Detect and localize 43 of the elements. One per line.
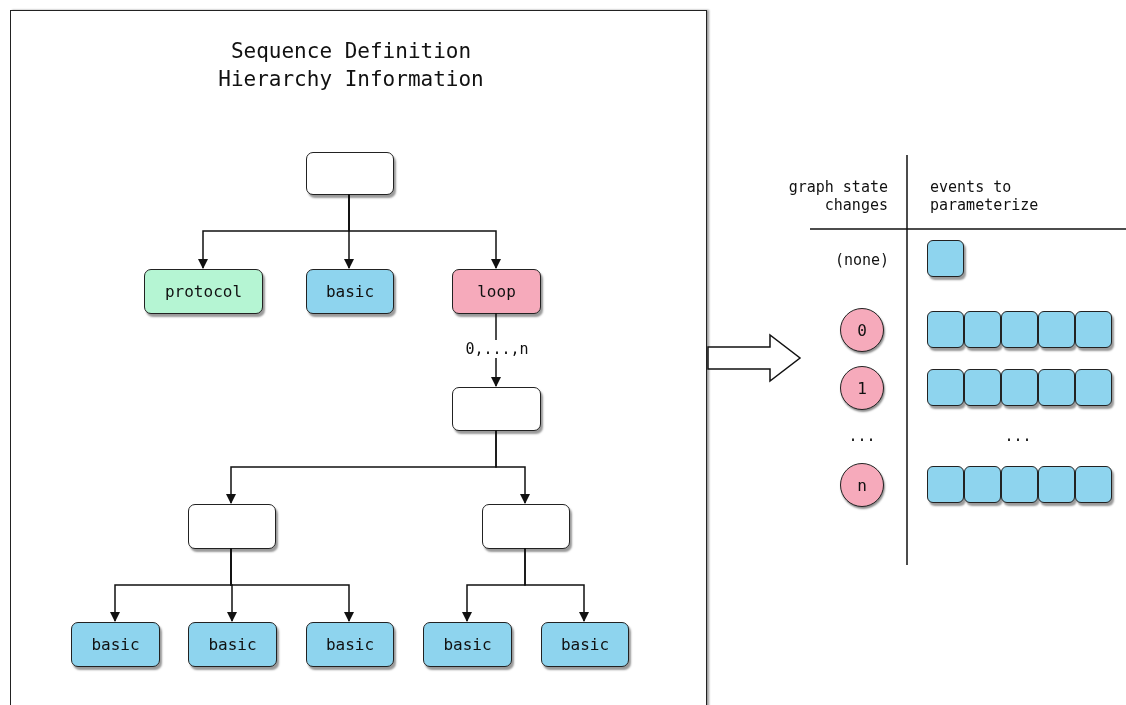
arrow	[524, 547, 589, 622]
arrow	[348, 193, 501, 269]
node-box: protocol	[144, 269, 263, 314]
event-box	[927, 240, 964, 277]
ellipsis-text: ...	[847, 427, 877, 445]
event-box	[964, 369, 1001, 406]
panel-title: Sequence Definition Hierarchy Information	[217, 38, 485, 93]
column-header: events to parameterize	[930, 178, 1040, 214]
event-box	[964, 311, 1001, 348]
empty-node-box	[306, 152, 394, 195]
empty-node-box	[188, 504, 276, 549]
event-box	[927, 311, 964, 348]
event-box	[1001, 311, 1038, 348]
event-box	[1075, 311, 1112, 348]
arrow	[495, 429, 530, 504]
node-box: basic	[306, 269, 394, 314]
event-box	[1038, 311, 1075, 348]
empty-node-box	[452, 387, 541, 431]
event-box	[927, 466, 964, 503]
node-box: basic	[541, 622, 629, 667]
node-box: basic	[71, 622, 160, 667]
numbered-circle: 1	[840, 366, 884, 410]
event-box	[927, 369, 964, 406]
block-arrow	[707, 333, 802, 383]
empty-node-box	[482, 504, 570, 549]
node-box: basic	[188, 622, 277, 667]
node-box: loop	[452, 269, 541, 314]
column-header: graph state changes	[787, 178, 888, 214]
numbered-circle: 0	[840, 308, 884, 352]
event-box	[1001, 369, 1038, 406]
event-box	[1038, 369, 1075, 406]
numbered-circle: n	[840, 463, 884, 507]
arrow	[491, 312, 501, 387]
node-box: basic	[423, 622, 512, 667]
event-box	[1075, 369, 1112, 406]
arrow	[230, 547, 354, 622]
event-box	[964, 466, 1001, 503]
event-box	[1075, 466, 1112, 503]
node-box: basic	[306, 622, 394, 667]
event-box	[1038, 466, 1075, 503]
row-label: (none)	[833, 251, 891, 269]
event-box	[1001, 466, 1038, 503]
ellipsis-text: ...	[1003, 427, 1033, 445]
